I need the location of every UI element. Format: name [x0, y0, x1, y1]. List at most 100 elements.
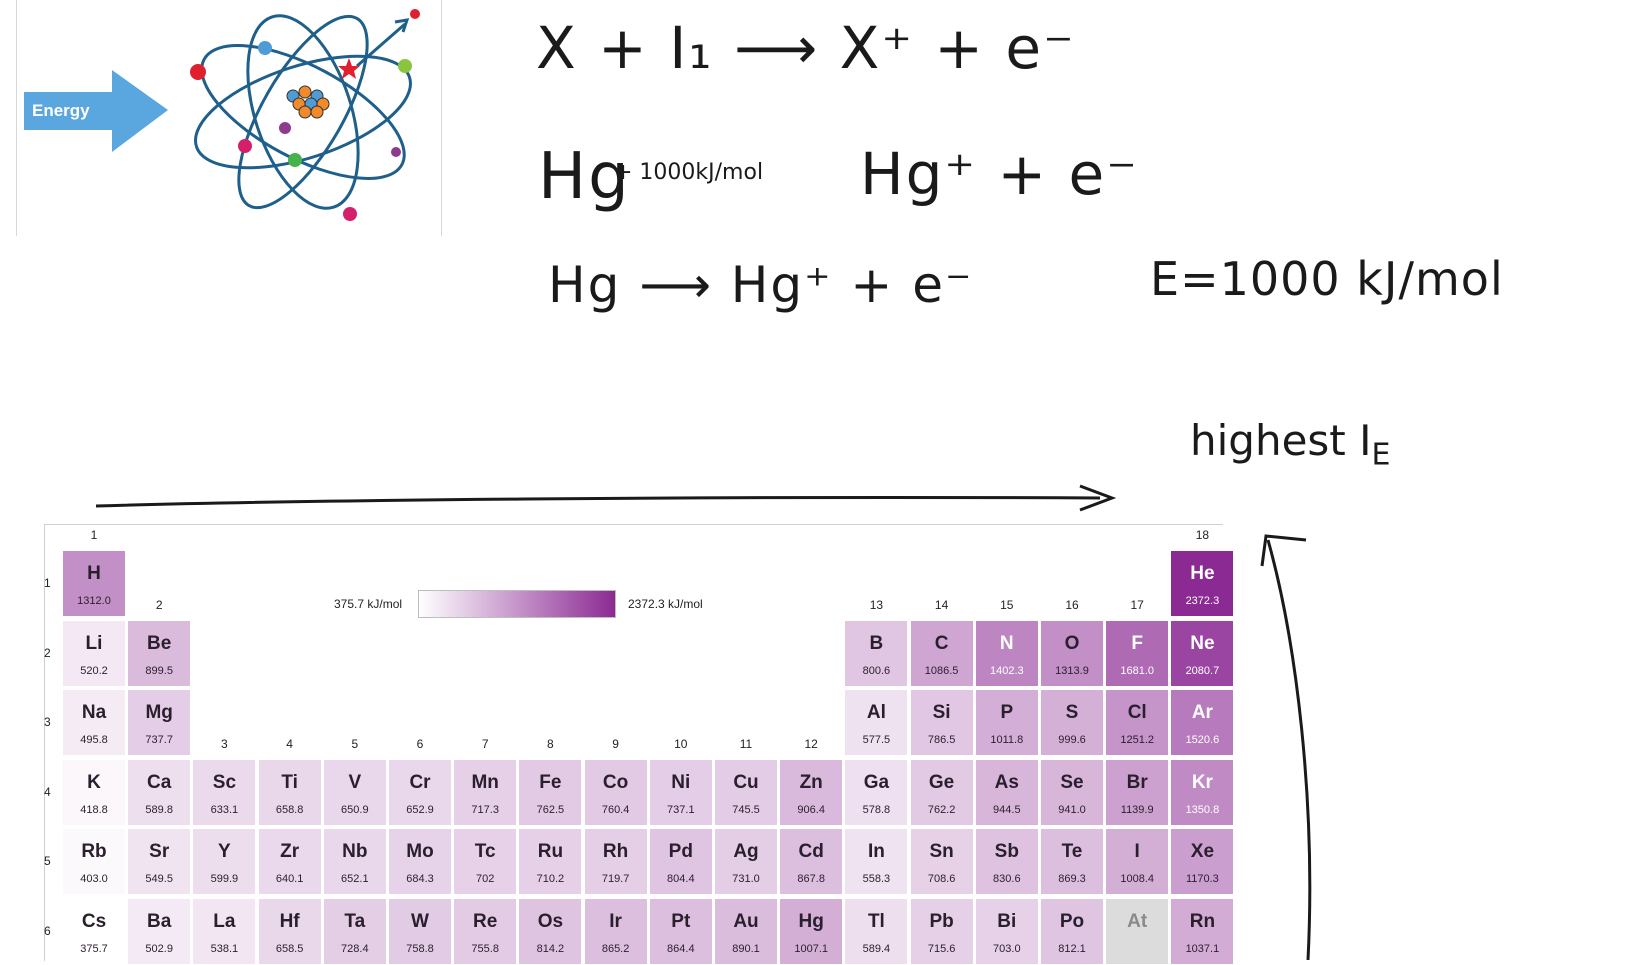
- element-ie-value: 864.4: [667, 942, 695, 955]
- element-symbol: Ne: [1190, 632, 1215, 654]
- horizontal-arrow-line: [95, 495, 1101, 508]
- element-symbol: Po: [1059, 910, 1085, 932]
- legend-low-label: 375.7 kJ/mol: [334, 597, 403, 611]
- element-symbol: H: [87, 563, 101, 584]
- element-symbol: Cr: [409, 771, 431, 793]
- element-symbol: Ca: [147, 771, 172, 793]
- element-symbol: Ge: [928, 771, 955, 793]
- element-symbol: Ir: [609, 910, 622, 932]
- element-ie-value: 520.2: [80, 664, 108, 677]
- element-ie-value: 1007.1: [794, 942, 829, 955]
- element-ie-value: 375.7: [80, 942, 108, 955]
- energy-value-note: E=1000 kJ/mol: [1150, 252, 1504, 306]
- equation-hg-right: Hg⁺ + e⁻: [860, 140, 1139, 208]
- element-ie-value: 941.0: [1058, 803, 1086, 816]
- element-cell-br: Br 1139.9: [1105, 758, 1170, 826]
- group-number: 15: [1000, 597, 1014, 612]
- element-symbol: Ga: [863, 771, 890, 793]
- element-ie-value: 1520.6: [1185, 734, 1220, 746]
- group-number: 7: [481, 736, 489, 751]
- period-number: 4: [44, 784, 51, 799]
- element-symbol: Fe: [539, 771, 562, 793]
- element-cell-cr: Cr 652.9: [388, 758, 452, 826]
- element-symbol: Mn: [471, 771, 499, 793]
- element-ie-value: 578.8: [862, 803, 891, 816]
- element-symbol: Zn: [799, 771, 823, 793]
- element-symbol: O: [1064, 632, 1080, 654]
- element-ie-value: 804.4: [667, 873, 695, 885]
- element-symbol: Sb: [994, 841, 1019, 862]
- element-ie-value: 2080.7: [1185, 664, 1220, 677]
- element-symbol: Na: [81, 702, 107, 723]
- element-symbol: N: [999, 632, 1014, 654]
- element-symbol: Rb: [81, 841, 107, 862]
- element-symbol: At: [1127, 910, 1148, 932]
- element-ie-value: 495.8: [80, 734, 108, 746]
- element-symbol: Cd: [798, 841, 824, 862]
- group-number: 4: [286, 736, 293, 751]
- element-ie-value: 786.5: [927, 734, 956, 746]
- element-ie-value: 830.6: [993, 873, 1021, 885]
- group-number: 9: [612, 736, 619, 751]
- element-symbol: Ba: [147, 910, 172, 932]
- element-symbol: Mo: [406, 841, 434, 862]
- element-ie-value: 589.4: [862, 942, 891, 955]
- element-symbol: Ru: [537, 841, 564, 862]
- element-ie-value: 1402.3: [989, 664, 1024, 677]
- element-ie-value: 538.1: [210, 942, 239, 955]
- element-ie-value: 869.3: [1058, 873, 1086, 885]
- element-symbol: Ni: [671, 771, 691, 793]
- element-ie-value: 1251.2: [1120, 734, 1155, 746]
- element-ie-value: 577.5: [862, 734, 891, 746]
- element-symbol: B: [869, 632, 884, 654]
- element-ie-value: 762.5: [536, 803, 565, 816]
- element-ie-value: 703.0: [993, 942, 1021, 955]
- element-symbol: F: [1131, 632, 1143, 654]
- group-number: 5: [351, 736, 359, 751]
- period-number: 6: [44, 923, 51, 938]
- element-ie-value: 549.5: [145, 873, 173, 885]
- element-symbol: Os: [537, 910, 564, 932]
- element-symbol: Rh: [602, 841, 629, 862]
- element-symbol: Cs: [81, 910, 107, 932]
- element-ie-value: 1008.4: [1120, 873, 1155, 885]
- element-symbol: In: [867, 841, 885, 862]
- element-cell-sb: Sb 830.6: [974, 828, 1039, 895]
- element-ie-value: 1139.9: [1120, 803, 1154, 816]
- element-symbol: Te: [1061, 841, 1083, 862]
- group-number: 12: [804, 736, 818, 751]
- element-symbol: Ti: [281, 771, 298, 793]
- group-number: 2: [155, 597, 163, 612]
- element-ie-value: 403.0: [80, 873, 108, 885]
- atom-icon: [190, 9, 420, 221]
- element-symbol: C: [934, 632, 949, 654]
- element-symbol: Br: [1126, 771, 1148, 793]
- element-symbol: Rn: [1189, 910, 1216, 932]
- element-symbol: K: [87, 771, 101, 793]
- element-ie-value: 652.9: [406, 803, 434, 816]
- element-ie-value: 684.3: [406, 873, 434, 885]
- element-symbol: Cl: [1127, 702, 1147, 723]
- element-symbol: Y: [218, 841, 231, 862]
